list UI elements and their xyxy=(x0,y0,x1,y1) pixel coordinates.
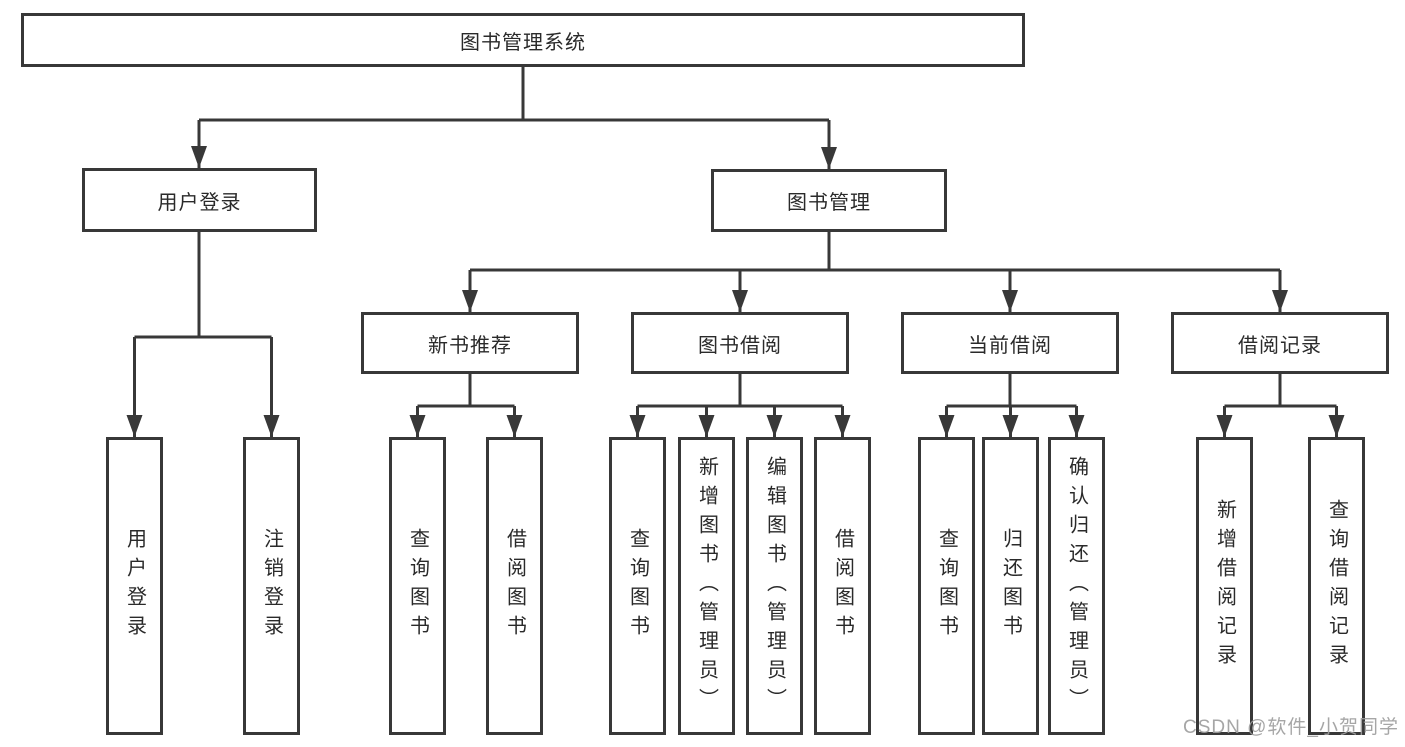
node-label: 新书推荐 xyxy=(428,334,512,357)
node-book-management: 图书管理 xyxy=(711,169,947,232)
leaf-add-book-admin: 新增图书（管理员） xyxy=(678,437,735,735)
node-current-borrow: 当前借阅 xyxy=(901,312,1119,374)
leaf-user-login: 用户登录 xyxy=(106,437,163,735)
node-label: 图书管理 xyxy=(787,192,871,214)
leaf-query-book-borrow: 查询图书 xyxy=(609,437,666,735)
leaf-borrow-book-borrow: 借阅图书 xyxy=(814,437,871,735)
node-label: 图书管理系统 xyxy=(460,31,586,54)
node-new-book-recommend: 新书推荐 xyxy=(361,312,579,374)
leaf-label: 确认归还（管理员） xyxy=(1065,455,1088,717)
node-label: 图书借阅 xyxy=(698,334,782,357)
leaf-add-borrow-record: 新增借阅记录 xyxy=(1196,437,1253,735)
node-user-login: 用户登录 xyxy=(82,168,317,232)
node-label: 当前借阅 xyxy=(968,334,1052,357)
node-label: 用户登录 xyxy=(157,191,242,214)
leaf-label: 查询图书 xyxy=(406,528,429,644)
leaf-label: 编辑图书（管理员） xyxy=(763,455,786,717)
leaf-label: 查询借阅记录 xyxy=(1325,499,1348,673)
leaf-label: 查询图书 xyxy=(935,528,958,644)
node-borrow-records: 借阅记录 xyxy=(1171,312,1389,374)
leaf-edit-book-admin: 编辑图书（管理员） xyxy=(746,437,803,735)
node-label: 借阅记录 xyxy=(1238,334,1322,357)
leaf-label: 借阅图书 xyxy=(503,528,526,644)
node-book-borrow: 图书借阅 xyxy=(631,312,849,374)
leaf-label: 新增图书（管理员） xyxy=(695,455,718,717)
leaf-label: 查询图书 xyxy=(626,528,649,644)
leaf-label: 归还图书 xyxy=(999,528,1022,644)
leaf-borrow-book-recommend: 借阅图书 xyxy=(486,437,543,735)
leaf-query-borrow-record: 查询借阅记录 xyxy=(1308,437,1365,735)
leaf-return-book: 归还图书 xyxy=(982,437,1039,735)
leaf-label: 新增借阅记录 xyxy=(1213,499,1236,673)
leaf-logout-login: 注销登录 xyxy=(243,437,300,735)
node-root-library-system: 图书管理系统 xyxy=(21,13,1025,67)
leaf-label: 注销登录 xyxy=(260,528,283,644)
leaf-label: 借阅图书 xyxy=(831,528,854,644)
leaf-confirm-return-admin: 确认归还（管理员） xyxy=(1048,437,1105,735)
leaf-label: 用户登录 xyxy=(123,528,146,644)
leaf-query-book-recommend: 查询图书 xyxy=(389,437,446,735)
leaf-query-book-current: 查询图书 xyxy=(918,437,975,735)
csdn-watermark: CSDN @软件_小贺同学 xyxy=(1183,717,1399,738)
